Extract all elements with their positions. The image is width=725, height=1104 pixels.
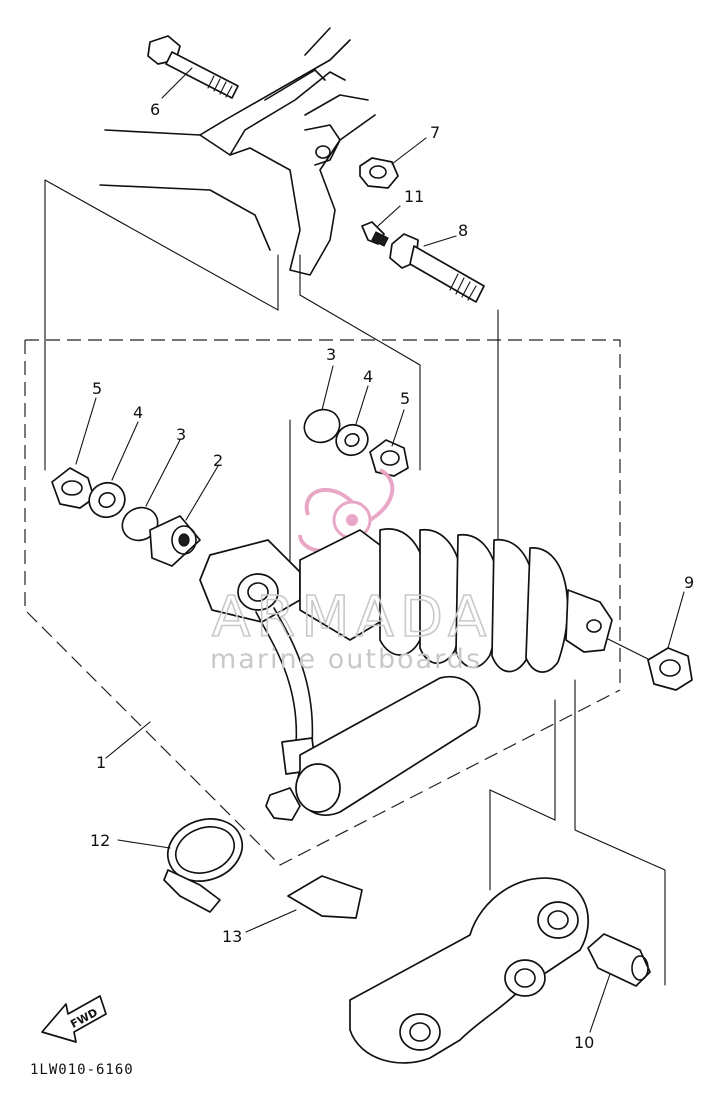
callout-5-left: 5: [92, 379, 102, 398]
washer-4-upper: [335, 423, 369, 457]
callout-1: 1: [96, 753, 106, 772]
callout-7: 7: [430, 123, 440, 142]
callout-5-upper: 5: [400, 389, 410, 408]
fwd-arrow: FWD: [41, 995, 107, 1043]
washer-4-left: [88, 481, 126, 519]
callout-3-upper: 3: [326, 345, 336, 364]
collar-9: [647, 647, 693, 691]
nut-7: [359, 157, 399, 189]
callout-4-left: 4: [133, 403, 143, 422]
watermark-brand: ARMADA: [212, 585, 492, 650]
grease-nipple-11: [361, 221, 389, 247]
callout-2: 2: [213, 451, 223, 470]
bearing-2: [149, 515, 201, 567]
circlip-3-left: [121, 506, 159, 542]
callout-13: 13: [222, 927, 242, 946]
bushing-5-upper: [369, 439, 409, 477]
frame-section: [99, 27, 376, 276]
relay-arm: [349, 877, 589, 1064]
assembly-guides: [24, 179, 666, 986]
callout-4-upper: 4: [363, 367, 373, 386]
callout-labels: 6 7 11 8 3 4 5 5 4 3 2 9 1 12 13 10: [90, 100, 694, 1052]
callout-6: 6: [150, 100, 160, 119]
callout-10: 10: [574, 1033, 594, 1052]
circlip-3-upper: [303, 408, 341, 444]
bushing-5-left: [51, 467, 95, 509]
pad-13: [287, 875, 363, 919]
shock-absorber-1: [199, 528, 613, 821]
watermark-tagline: marine outboards: [210, 644, 482, 675]
bolt-6: [147, 35, 239, 99]
callout-8: 8: [458, 221, 468, 240]
callout-3-left: 3: [176, 425, 186, 444]
callout-11: 11: [404, 187, 424, 206]
collar-10: [587, 933, 651, 987]
bolt-8: [389, 233, 485, 303]
diagram-code: 1LW010-6160: [30, 1062, 134, 1078]
callout-12: 12: [90, 831, 110, 850]
leader-lines: [75, 67, 685, 1033]
callout-9: 9: [684, 573, 694, 592]
band-12: [163, 818, 244, 913]
